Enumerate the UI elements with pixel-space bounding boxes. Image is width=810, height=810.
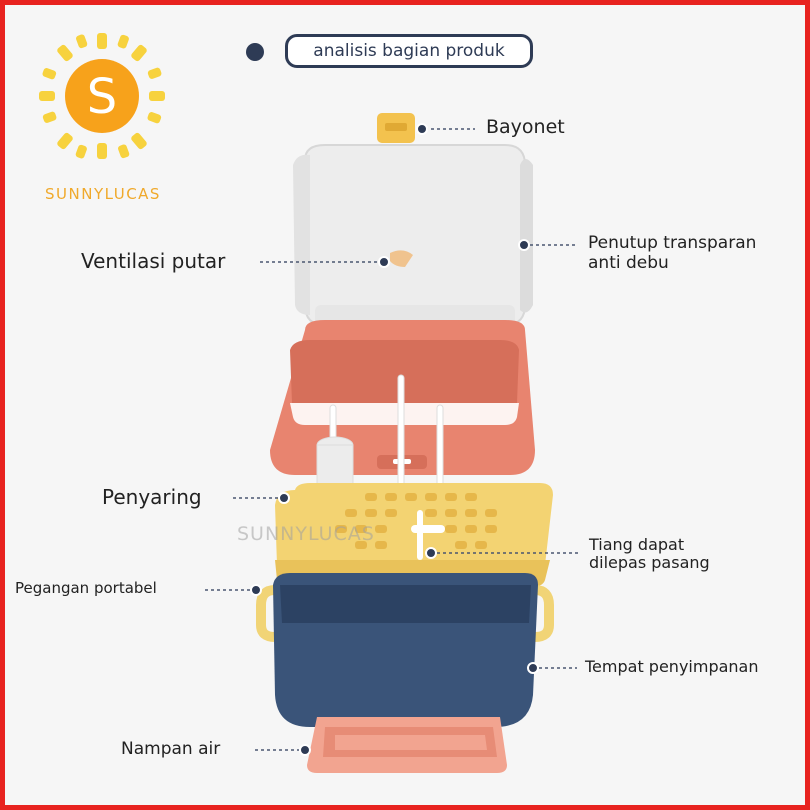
water-tray xyxy=(307,717,507,773)
callout-lines xyxy=(205,123,580,756)
header-bullet-icon xyxy=(246,43,264,61)
navy-storage-bin xyxy=(273,573,538,727)
label-bin: Tempat penyimpanan xyxy=(585,657,759,676)
vent-dot-icon xyxy=(378,256,390,268)
label-vent: Ventilasi putar xyxy=(81,249,226,273)
label-poles-line1: Tiang dapat xyxy=(589,535,685,554)
product-illustration xyxy=(256,113,554,773)
transparent-lid xyxy=(293,113,533,327)
label-lid-line2: anti debu xyxy=(588,252,669,273)
watermark: SUNNYLUCAS xyxy=(237,523,375,545)
pole-dot-icon xyxy=(425,547,437,559)
label-tray: Nampan air xyxy=(121,739,221,759)
label-handle: Pegangan portabel xyxy=(15,579,157,597)
bayonet-dot-icon xyxy=(416,123,428,135)
sunnylucas-logo: S xyxy=(33,25,183,205)
rotating-vent xyxy=(390,250,413,267)
tray-dot-icon xyxy=(299,744,311,756)
label-lid-line1: Penutup transparan xyxy=(588,233,757,253)
lid-dot-icon xyxy=(518,239,530,251)
label-poles-line2: dilepas pasang xyxy=(589,553,710,573)
label-strainer: Penyaring xyxy=(102,485,202,509)
brand-name: SUNNYLUCAS xyxy=(45,185,161,203)
bin-dot-icon xyxy=(527,662,539,674)
strainer-dot-icon xyxy=(278,492,290,504)
label-bayonet: Bayonet xyxy=(486,116,565,138)
logo-letter: S xyxy=(87,69,117,125)
label-lid: Penutup transparan anti debu xyxy=(588,233,757,273)
sun-icon: S xyxy=(39,33,165,159)
handle-dot-icon xyxy=(250,584,262,596)
label-poles: Tiang dapat dilepas pasang xyxy=(589,535,710,573)
header-title: analisis bagian produk xyxy=(285,34,533,68)
